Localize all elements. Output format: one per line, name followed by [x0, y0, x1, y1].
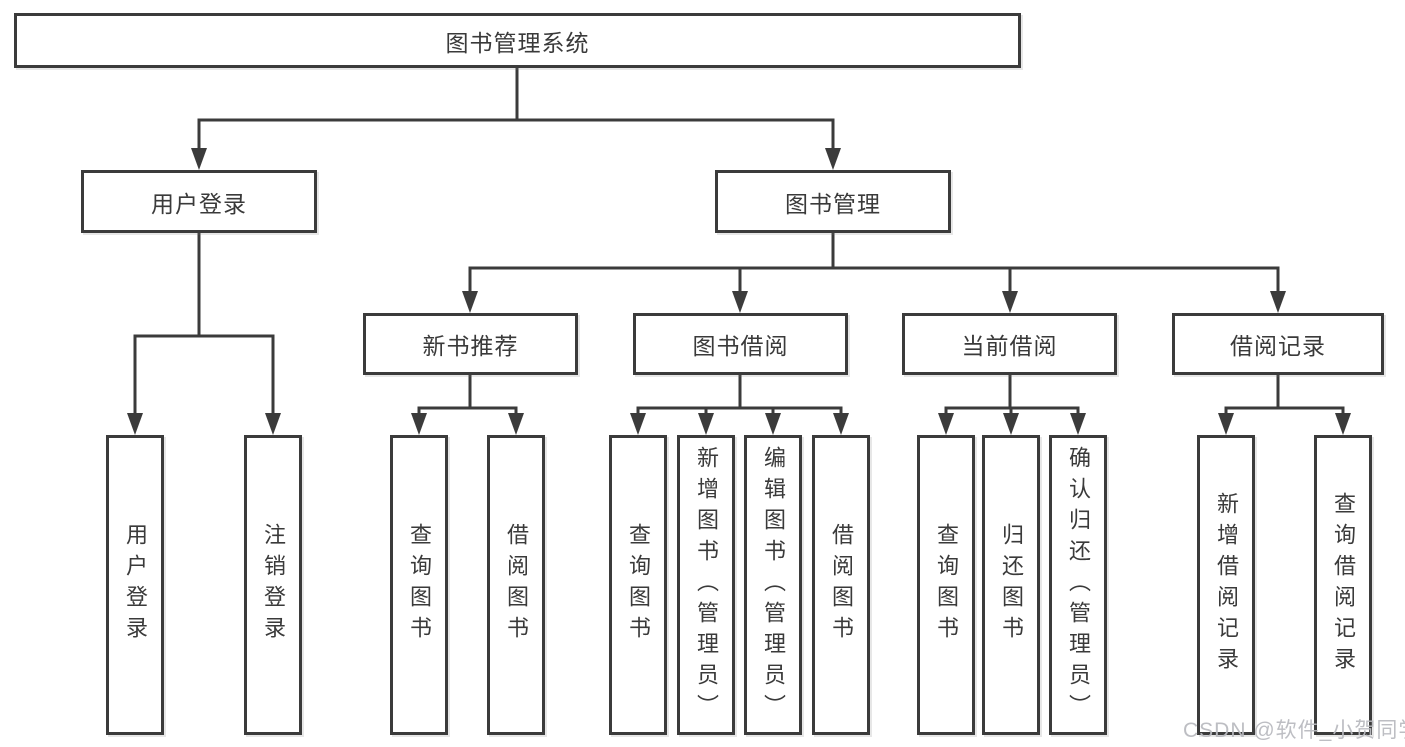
leaf-return-book: 归还图书 [982, 435, 1040, 735]
leaf-query-books-recommend-label: 查询图书 [407, 523, 432, 647]
leaf-add-book-admin: 新增图书（管理员） [677, 435, 735, 735]
leaf-query-books-borrow: 查询图书 [609, 435, 667, 735]
arrow-down-icon [833, 413, 849, 435]
arrow-down-icon [938, 413, 954, 435]
arrow-down-icon [127, 413, 143, 435]
connector-records-to-leaves [1224, 375, 1345, 415]
leaf-query-books-current: 查询图书 [917, 435, 975, 735]
leaf-add-borrow-record-label: 新增借阅记录 [1214, 492, 1239, 678]
arrow-down-icon [1335, 413, 1351, 435]
arrow-down-icon [1003, 413, 1019, 435]
leaf-query-borrow-record-label: 查询借阅记录 [1331, 492, 1356, 678]
node-book-management: 图书管理 [715, 170, 951, 233]
node-root: 图书管理系统 [14, 13, 1021, 68]
arrow-down-icon [698, 413, 714, 435]
arrow-down-icon [1218, 413, 1234, 435]
node-borrow-records: 借阅记录 [1172, 313, 1384, 375]
connector-root-to-level2 [197, 68, 835, 150]
arrow-down-icon [1070, 413, 1086, 435]
arrow-down-icon [191, 148, 207, 170]
arrowhead-icons [127, 148, 1351, 435]
leaf-query-books-borrow-label: 查询图书 [626, 523, 651, 647]
arrow-down-icon [265, 413, 281, 435]
leaf-query-books-current-label: 查询图书 [934, 523, 959, 647]
arrow-down-icon [462, 291, 478, 313]
arrow-down-icon [1270, 291, 1286, 313]
leaf-edit-book-admin-label: 编辑图书（管理员） [761, 445, 786, 725]
leaf-borrow-books-recommend: 借阅图书 [487, 435, 545, 735]
node-user-login: 用户登录 [81, 170, 317, 233]
connector-borrowmgmt-to-leaves [636, 375, 843, 415]
node-new-book-recommend: 新书推荐 [363, 313, 578, 375]
leaf-logout: 注销登录 [244, 435, 302, 735]
arrow-down-icon [1002, 291, 1018, 313]
leaf-borrow-books-borrow: 借阅图书 [812, 435, 870, 735]
leaf-borrow-books-borrow-label: 借阅图书 [829, 523, 854, 647]
leaf-query-books-recommend: 查询图书 [390, 435, 448, 735]
arrow-down-icon [630, 413, 646, 435]
leaf-confirm-return-admin: 确认归还（管理员） [1049, 435, 1107, 735]
leaf-confirm-return-admin-label: 确认归还（管理员） [1066, 445, 1091, 725]
watermark: CSDN @软件_小贺同学 [1183, 719, 1405, 742]
arrow-down-icon [411, 413, 427, 435]
arrow-down-icon [508, 413, 524, 435]
leaf-edit-book-admin: 编辑图书（管理员） [744, 435, 802, 735]
leaf-return-book-label: 归还图书 [999, 523, 1024, 647]
leaf-add-book-admin-label: 新增图书（管理员） [694, 445, 719, 725]
leaf-query-borrow-record: 查询借阅记录 [1314, 435, 1372, 735]
node-current-borrow: 当前借阅 [902, 313, 1117, 375]
arrow-down-icon [732, 291, 748, 313]
connector-recommend-to-leaves [417, 375, 518, 415]
arrow-down-icon [825, 148, 841, 170]
connector-currentborrow-to-leaves [944, 375, 1080, 415]
connector-userlogin-to-leaves [133, 233, 275, 415]
node-book-borrow: 图书借阅 [633, 313, 848, 375]
arrow-down-icon [765, 413, 781, 435]
leaf-logout-label: 注销登录 [261, 523, 286, 647]
leaf-add-borrow-record: 新增借阅记录 [1197, 435, 1255, 735]
leaf-user-login: 用户登录 [106, 435, 164, 735]
leaf-user-login-label: 用户登录 [123, 523, 148, 647]
leaf-borrow-books-recommend-label: 借阅图书 [504, 523, 529, 647]
connector-bookmgmt-to-level3 [468, 233, 1280, 293]
